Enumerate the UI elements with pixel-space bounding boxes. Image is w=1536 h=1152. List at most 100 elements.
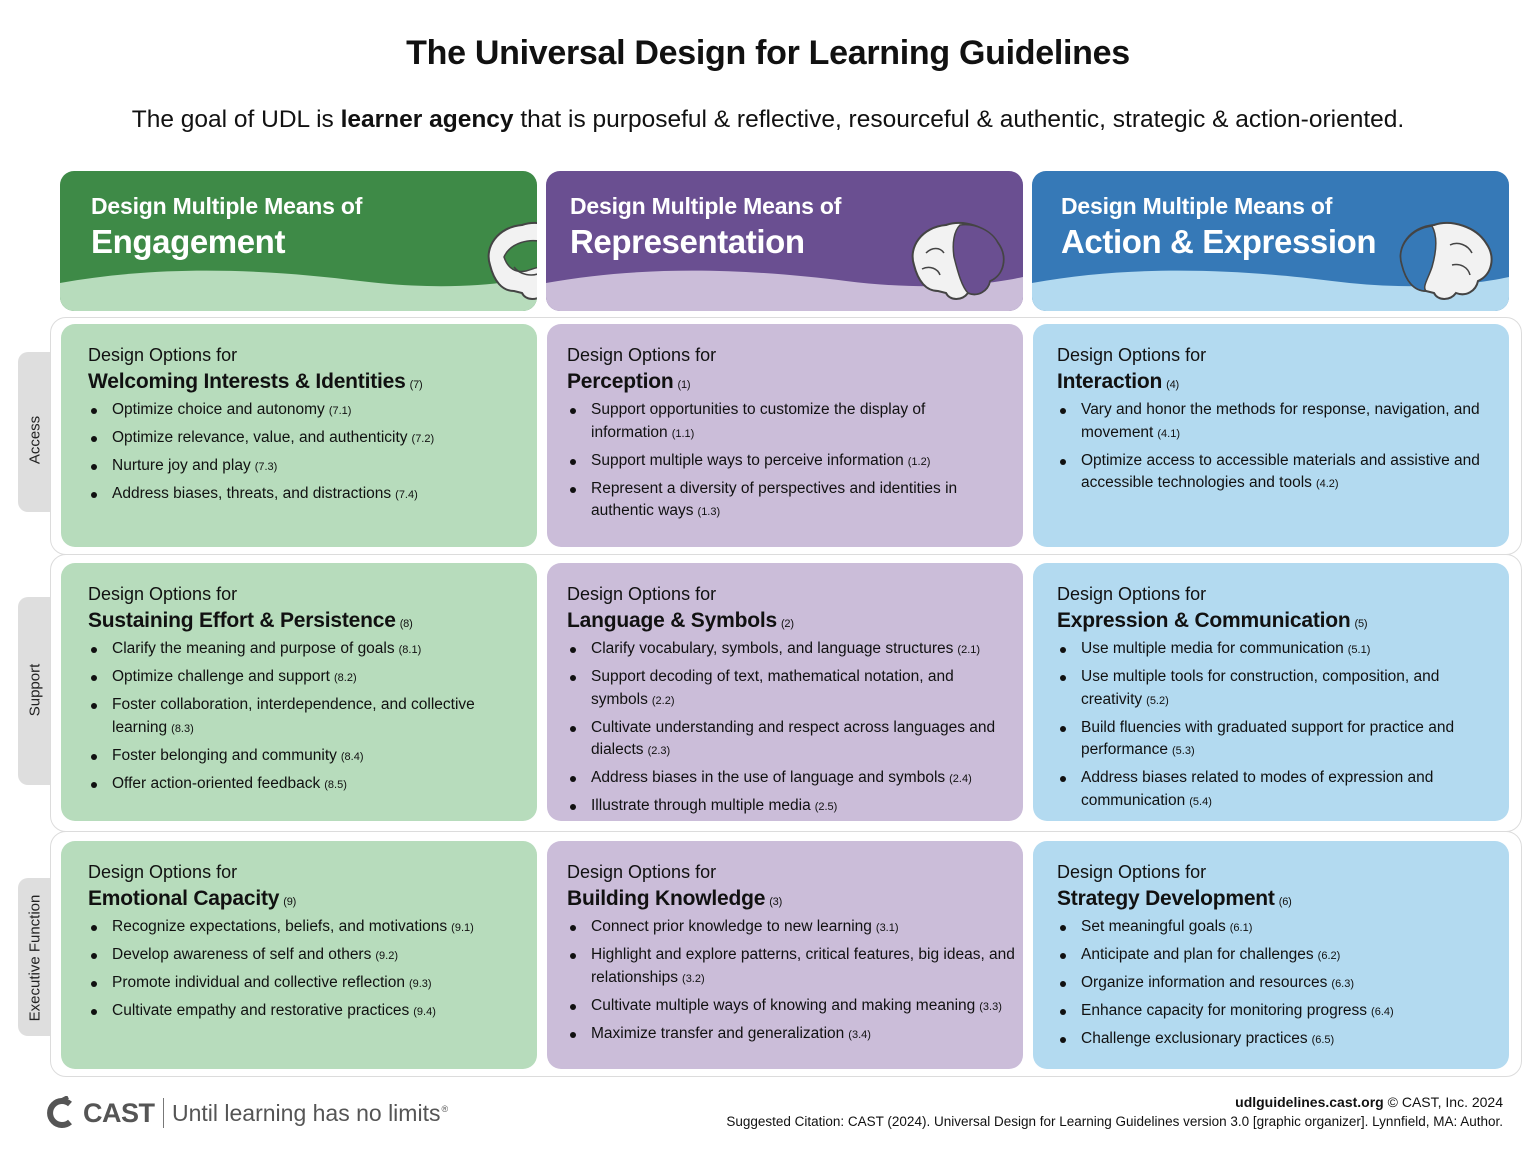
column-header-small: Design Multiple Means of <box>1061 193 1333 219</box>
list-item: Optimize relevance, value, and authentic… <box>88 427 511 451</box>
list-item: Foster belonging and community(8.4) <box>88 745 511 769</box>
column-header-action: Design Multiple Means of Action & Expres… <box>1032 171 1509 311</box>
list-item: Use multiple media for communication(5.1… <box>1057 638 1483 662</box>
list-item: Use multiple tools for construction, com… <box>1057 666 1483 712</box>
cell-emotional-capacity: Design Options for Emotional Capacity(9)… <box>61 841 537 1069</box>
logo-divider <box>162 1098 164 1128</box>
cell-title: Sustaining Effort & Persistence(8) <box>88 609 413 632</box>
column-header-big: Representation <box>570 223 805 260</box>
header-wave <box>546 270 1023 311</box>
list-item: Maximize transfer and generalization(3.4… <box>567 1023 1015 1047</box>
list-item: Address biases related to modes of expre… <box>1057 767 1483 813</box>
list-item: Build fluencies with graduated support f… <box>1057 717 1483 763</box>
guideline-list: Vary and honor the methods for response,… <box>1057 399 1483 496</box>
cell-interaction: Design Options for Interaction(4) Vary a… <box>1033 324 1509 547</box>
row-label-support: Support <box>26 663 44 717</box>
column-header-engagement: Design Multiple Means of Engagement <box>60 171 537 311</box>
cast-tagline: Until learning has no limits® <box>172 1099 449 1126</box>
cell-strategy-development: Design Options for Strategy Development(… <box>1033 841 1509 1069</box>
guideline-list: Optimize choice and autonomy(7.1) Optimi… <box>88 399 511 507</box>
cell-prefix: Design Options for <box>1057 862 1207 882</box>
list-item: Address biases in the use of language an… <box>567 767 997 791</box>
guideline-list: Connect prior knowledge to new learning(… <box>567 916 1015 1046</box>
list-item: Optimize challenge and support(8.2) <box>88 666 511 690</box>
column-header-representation: Design Multiple Means of Representation <box>546 171 1023 311</box>
list-item: Clarify vocabulary, symbols, and languag… <box>567 638 997 662</box>
cell-title: Strategy Development(6) <box>1057 887 1292 910</box>
column-header-big: Engagement <box>91 223 286 260</box>
list-item: Optimize access to accessible materials … <box>1057 450 1483 496</box>
header-wave <box>1032 270 1509 311</box>
row-label-executive: Executive Function <box>26 894 44 1022</box>
subtitle-bold: learner agency <box>340 106 514 133</box>
list-item: Vary and honor the methods for response,… <box>1057 399 1483 445</box>
cell-perception: Design Options for Perception(1) Support… <box>547 324 1023 547</box>
guideline-list: Use multiple media for communication(5.1… <box>1057 638 1483 813</box>
cell-title: Language & Symbols(2) <box>567 609 794 632</box>
list-item: Enhance capacity for monitoring progress… <box>1057 1000 1483 1024</box>
list-item: Clarify the meaning and purpose of goals… <box>88 638 511 662</box>
subtitle-prefix: The goal of UDL is <box>131 106 341 133</box>
row-tab-support <box>18 597 52 785</box>
cast-logo-text: CAST <box>83 1097 155 1128</box>
list-item: Illustrate through multiple media(2.5) <box>567 795 997 819</box>
guideline-list: Clarify the meaning and purpose of goals… <box>88 638 511 796</box>
guideline-list: Set meaningful goals(6.1) Anticipate and… <box>1057 916 1483 1052</box>
column-header-big: Action & Expression <box>1061 223 1377 260</box>
subtitle-suffix: that is purposeful & reflective, resourc… <box>513 106 1405 133</box>
cell-title: Expression & Communication(5) <box>1057 609 1368 632</box>
row-label-access: Access <box>26 415 44 465</box>
list-item: Connect prior knowledge to new learning(… <box>567 916 1015 940</box>
cell-building-knowledge: Design Options for Building Knowledge(3)… <box>547 841 1023 1069</box>
footer-site-link[interactable]: udlguidelines.cast.org <box>1235 1094 1384 1110</box>
list-item: Cultivate understanding and respect acro… <box>567 717 997 763</box>
footer-site: udlguidelines.cast.org © CAST, Inc. 2024 <box>1235 1094 1503 1110</box>
list-item: Cultivate empathy and restorative practi… <box>88 1000 511 1024</box>
cell-prefix: Design Options for <box>567 345 717 365</box>
cell-welcoming-interests: Design Options for Welcoming Interests &… <box>61 324 537 547</box>
list-item: Highlight and explore patterns, critical… <box>567 944 1015 990</box>
cell-title: Interaction(4) <box>1057 370 1180 393</box>
list-item: Support opportunities to customize the d… <box>567 399 997 445</box>
cast-logo-icon <box>47 1096 72 1128</box>
list-item: Organize information and resources(6.3) <box>1057 972 1483 996</box>
cell-prefix: Design Options for <box>567 862 717 882</box>
list-item: Challenge exclusionary practices(6.5) <box>1057 1028 1483 1052</box>
cell-title: Perception(1) <box>567 370 691 393</box>
cell-language-symbols: Design Options for Language & Symbols(2)… <box>547 563 1023 821</box>
list-item: Recognize expectations, beliefs, and mot… <box>88 916 511 940</box>
page-title: The Universal Design for Learning Guidel… <box>406 34 1130 72</box>
list-item: Anticipate and plan for challenges(6.2) <box>1057 944 1483 968</box>
list-item: Set meaningful goals(6.1) <box>1057 916 1483 940</box>
list-item: Offer action-oriented feedback(8.5) <box>88 773 511 797</box>
page-subtitle: The goal of UDL is learner agency that i… <box>0 106 1536 134</box>
cell-sustaining-effort: Design Options for Sustaining Effort & P… <box>61 563 537 821</box>
cell-prefix: Design Options for <box>567 584 717 604</box>
cell-expression-communication: Design Options for Expression & Communic… <box>1033 563 1509 821</box>
cell-title: Emotional Capacity(9) <box>88 887 297 910</box>
cell-title: Building Knowledge(3) <box>567 887 783 910</box>
cast-logo: CAST Until learning has no limits® <box>46 1094 448 1132</box>
list-item: Optimize choice and autonomy(7.1) <box>88 399 511 423</box>
list-item: Nurture joy and play(7.3) <box>88 455 511 479</box>
guideline-list: Recognize expectations, beliefs, and mot… <box>88 916 511 1024</box>
cell-prefix: Design Options for <box>1057 584 1207 604</box>
cell-title: Welcoming Interests & Identities(7) <box>88 370 423 393</box>
list-item: Develop awareness of self and others(9.2… <box>88 944 511 968</box>
brain-icon <box>487 222 537 300</box>
guideline-list: Support opportunities to customize the d… <box>567 399 997 524</box>
cell-prefix: Design Options for <box>88 862 238 882</box>
list-item: Support decoding of text, mathematical n… <box>567 666 997 712</box>
cell-prefix: Design Options for <box>88 345 238 365</box>
column-header-small: Design Multiple Means of <box>570 193 842 219</box>
list-item: Cultivate multiple ways of knowing and m… <box>567 995 1015 1019</box>
guideline-list: Clarify vocabulary, symbols, and languag… <box>567 638 997 819</box>
row-tab-access <box>18 352 52 512</box>
header-wave <box>60 270 537 311</box>
footer-copyright: © CAST, Inc. 2024 <box>1383 1094 1503 1110</box>
list-item: Foster collaboration, interdependence, a… <box>88 694 511 740</box>
brain-icon <box>911 222 1005 300</box>
cell-prefix: Design Options for <box>1057 345 1207 365</box>
row-tab-executive <box>18 878 52 1036</box>
footer-citation: Suggested Citation: CAST (2024). Univers… <box>726 1114 1503 1129</box>
